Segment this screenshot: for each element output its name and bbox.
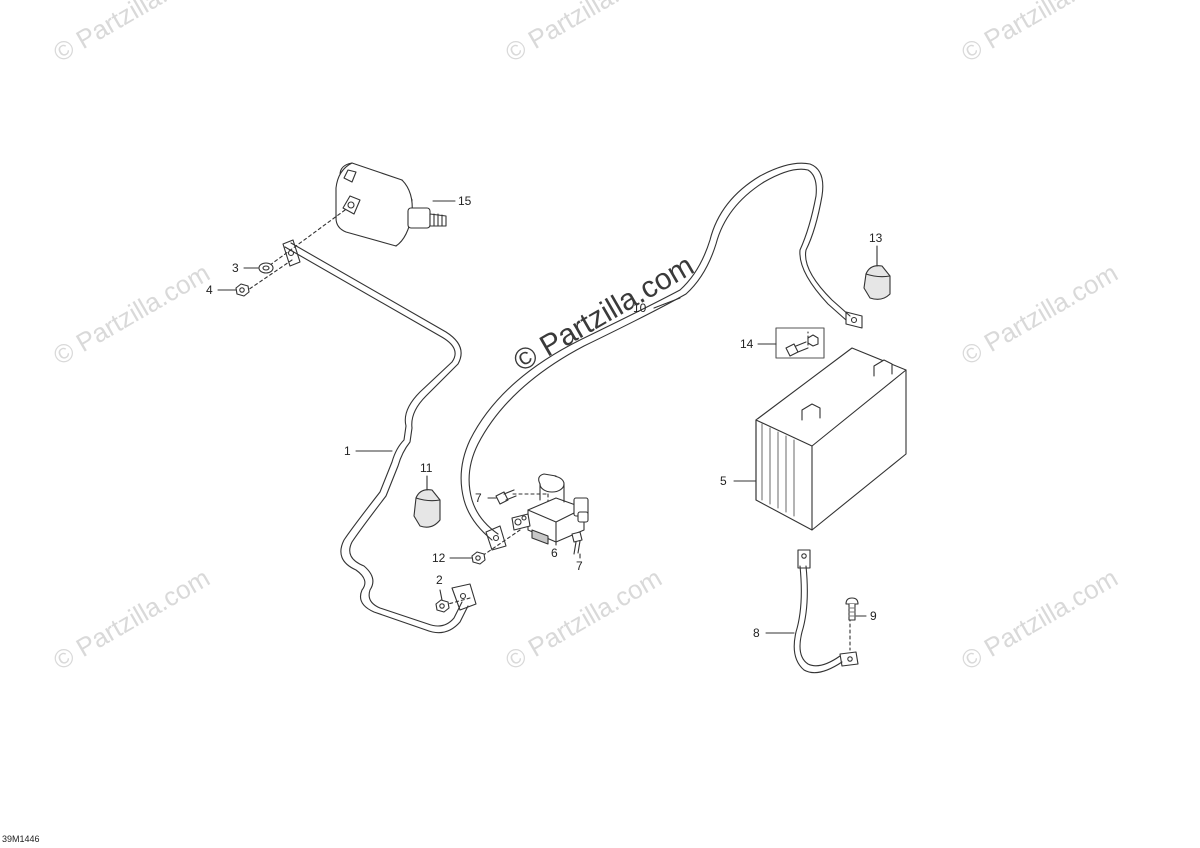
figure-code: 39M1446 — [2, 834, 40, 844]
callout-13: 13 — [869, 231, 883, 245]
starter-motor — [335, 162, 447, 247]
terminal-boot — [863, 265, 891, 300]
washer — [258, 262, 274, 274]
screw — [571, 531, 583, 555]
callout-labels: 1 2 3 4 5 6 7 7 8 9 10 11 12 13 14 15 — [206, 194, 883, 640]
callout-4: 4 — [206, 283, 213, 297]
starter-solenoid — [511, 473, 589, 545]
callout-14: 14 — [740, 337, 754, 351]
terminal-boot — [413, 489, 441, 528]
negative-cable — [793, 549, 859, 674]
callout-5: 5 — [720, 474, 727, 488]
callout-11: 11 — [420, 461, 433, 475]
callout-2: 2 — [436, 573, 443, 587]
battery-screw — [785, 334, 819, 357]
screw — [495, 489, 517, 505]
starter-cable — [282, 239, 477, 634]
callout-10: 10 — [633, 301, 647, 315]
battery-bolt — [845, 597, 859, 621]
callout-15: 15 — [458, 194, 472, 208]
leader-lines — [217, 200, 878, 634]
callout-7a: 7 — [475, 491, 482, 505]
nut — [435, 599, 450, 613]
callout-1: 1 — [344, 444, 351, 458]
callout-7b: 7 — [576, 559, 583, 573]
callout-9: 9 — [870, 609, 877, 623]
nut — [471, 551, 486, 565]
callout-8: 8 — [753, 626, 760, 640]
callout-3: 3 — [232, 261, 239, 275]
callout-12: 12 — [432, 551, 446, 565]
battery — [755, 347, 907, 531]
callout-6: 6 — [551, 546, 558, 560]
positive-cable — [460, 162, 863, 551]
nut — [235, 283, 250, 297]
hardware-box — [775, 327, 825, 359]
